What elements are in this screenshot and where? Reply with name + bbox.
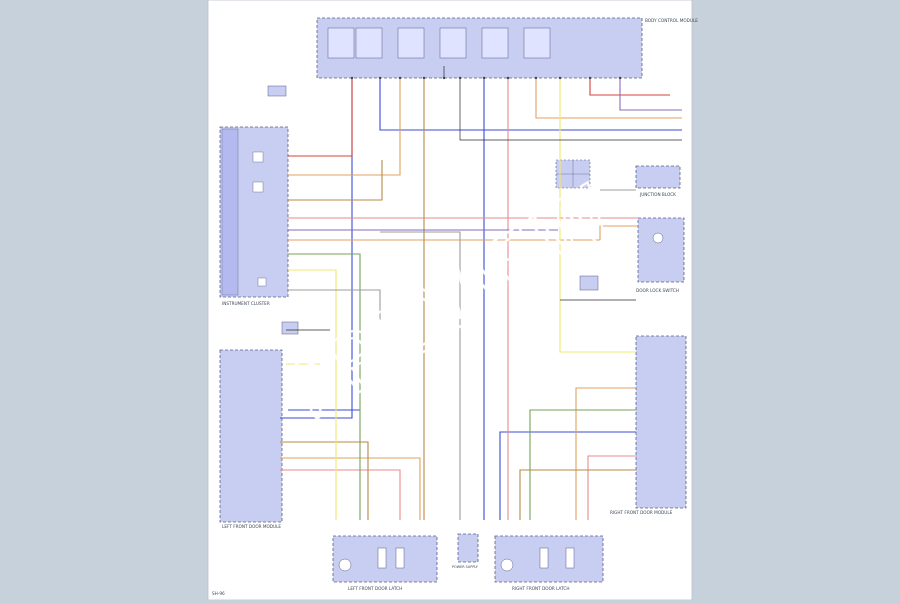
left-lower-module: LEFT FRONT DOOR MODULE bbox=[219, 349, 283, 529]
right-lower-module-label: RIGHT FRONT DOOR MODULE bbox=[610, 510, 673, 515]
bottom-mid-module-label: POWER SUPPLY bbox=[452, 565, 479, 569]
left-module: INSTRUMENT CLUSTER bbox=[219, 126, 289, 306]
right-mid-module: DOOR LOCK SWITCH bbox=[636, 217, 685, 293]
right-small-module-label: JUNCTION BLOCK bbox=[639, 192, 676, 197]
bottom-left-module: LEFT FRONT DOOR LATCH bbox=[332, 535, 438, 591]
bottom-left-module-label: LEFT FRONT DOOR LATCH bbox=[348, 586, 402, 591]
top-module-note: BODY CONTROL MODULE bbox=[645, 18, 698, 23]
bottom-mid-module: POWER SUPPLY bbox=[452, 533, 479, 569]
right-lower-module: RIGHT FRONT DOOR MODULE bbox=[610, 335, 687, 515]
left-module-label: INSTRUMENT CLUSTER bbox=[222, 301, 270, 306]
sensor-box bbox=[579, 275, 599, 291]
relay-box bbox=[555, 159, 591, 189]
bottom-right-module-label: RIGHT FRONT DOOR LATCH bbox=[512, 586, 569, 591]
right-mid-module-label: DOOR LOCK SWITCH bbox=[636, 288, 679, 293]
right-small-module: JUNCTION BLOCK bbox=[635, 165, 681, 197]
connector-box bbox=[281, 321, 299, 335]
wires bbox=[280, 66, 682, 520]
page-number: SH-96 bbox=[212, 591, 225, 596]
top-module: BODY CONTROL MODULE bbox=[316, 17, 698, 79]
pin-markers bbox=[350, 76, 622, 80]
fuse-box bbox=[267, 85, 287, 97]
left-lower-module-label: LEFT FRONT DOOR MODULE bbox=[222, 524, 281, 529]
bottom-right-module: RIGHT FRONT DOOR LATCH bbox=[494, 535, 604, 591]
